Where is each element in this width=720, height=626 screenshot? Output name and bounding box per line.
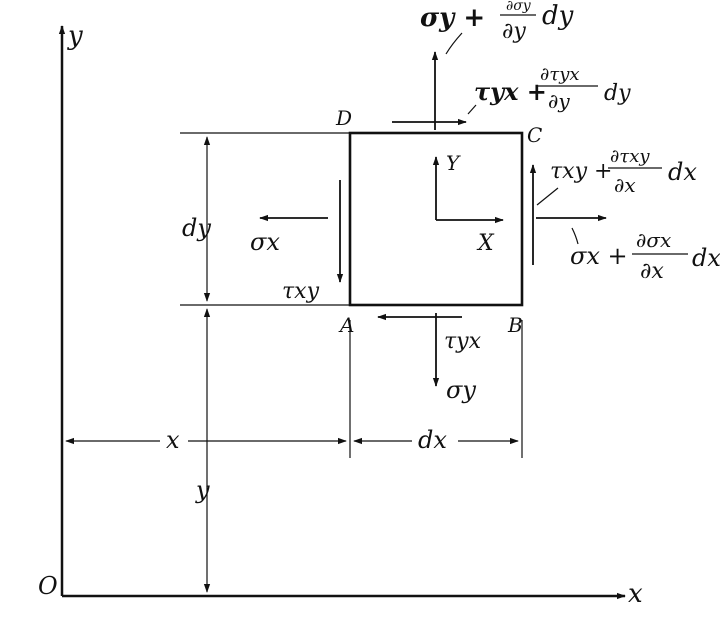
tau-yx-top-tail: dy [604,81,631,106]
tau-yx-top-frac-num: ∂τyx [540,64,580,85]
dx-label: dx [418,426,447,454]
tau-xy-right-label: τxy + [550,159,612,184]
tau-xy-right-frac-num: ∂τxy [610,146,650,167]
sigma-x-right-frac-num: ∂σx [636,228,671,252]
y-label: y [195,476,210,504]
sigma-y-top-leader [445,32,463,55]
sigma-x-right-tail: dx [692,244,720,272]
corner-a-label: A [338,313,354,337]
body-force-y-label: Y [446,151,461,175]
sigma-x-right-leader [571,227,579,245]
tau-yx-top-leader [467,104,477,115]
tau-xy-left-label: τxy [282,279,320,304]
tau-yx-top-label: τyx + [474,77,547,106]
body-force-x-label: X [476,231,495,256]
y-axis-label: y [67,21,83,51]
sigma-x-left-label: σx [250,228,280,256]
sigma-x-right-frac-den: ∂x [640,259,664,284]
corner-c-label: C [527,123,542,147]
tau-yx-top-frac-den: ∂y [548,89,570,113]
tau-xy-right-frac-den: ∂x [614,173,636,197]
tau-xy-right-leader [536,187,559,206]
x-axis-label: x [628,579,643,609]
corner-d-label: D [335,106,352,130]
origin-label: O [38,572,58,600]
sigma-y-top-label: σy + [420,3,485,33]
sigma-x-right-label: σx + [570,242,628,270]
corner-b-label: B [507,313,523,337]
tau-xy-right-tail: dx [668,158,697,186]
sigma-y-top-tail: dy [542,1,574,31]
sigma-y-top-frac-den: ∂y [502,19,526,44]
element-square [348,131,524,307]
sigma-y-top-frac-num: ∂σy [506,0,532,14]
x-label: x [166,426,180,454]
sigma-y-bottom-label: σy [446,376,476,404]
dy-label: dy [182,214,211,242]
tau-yx-bottom-label: τyx [444,329,482,354]
